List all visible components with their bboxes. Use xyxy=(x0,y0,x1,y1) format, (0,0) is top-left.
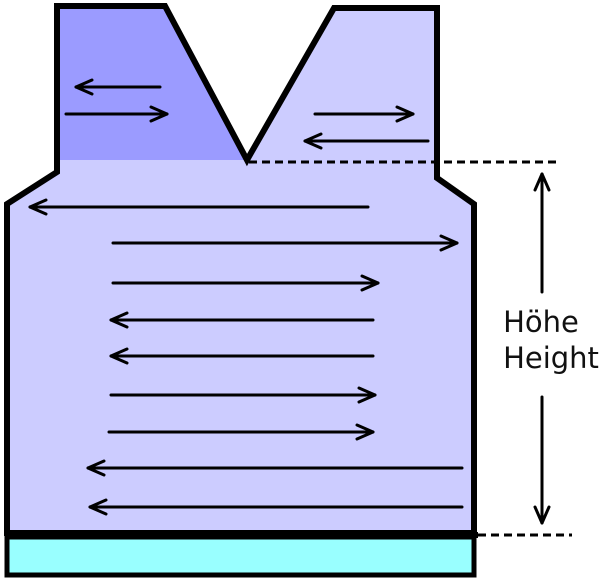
knitting-arrows xyxy=(28,78,464,516)
height-label-german: Höhe xyxy=(503,305,579,339)
garment xyxy=(4,3,478,578)
ribbing-band xyxy=(4,534,477,578)
left-shoulder-strap xyxy=(57,6,247,160)
height-dimension: Höhe Height xyxy=(249,160,599,537)
height-label-english: Height xyxy=(503,341,599,375)
